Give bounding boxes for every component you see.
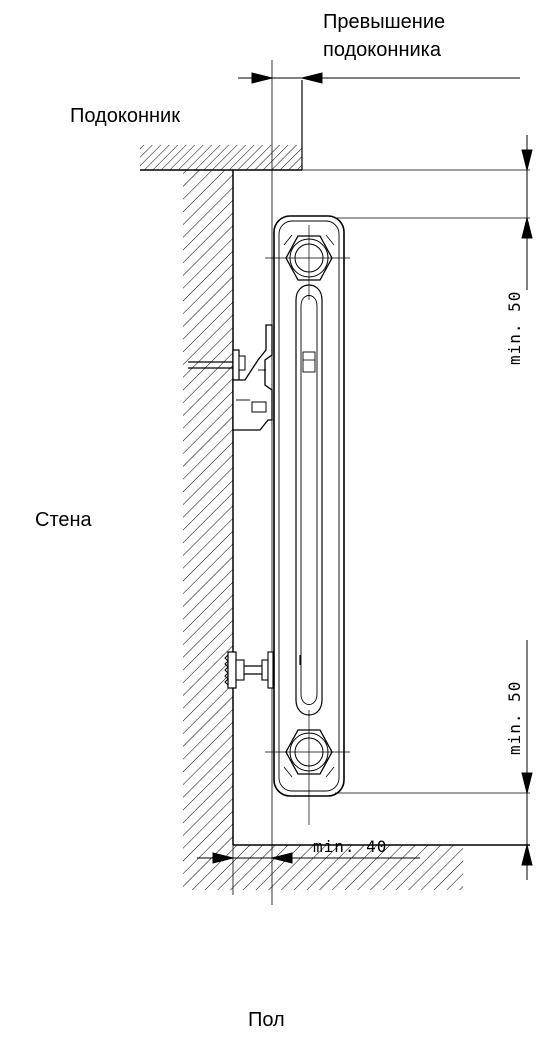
top-clearance-text: min. 50 (505, 291, 524, 365)
bottom-clearance-text: min. 50 (505, 681, 524, 755)
bottom-clearance-dimension (521, 640, 533, 880)
top-clearance-dimension (521, 135, 533, 290)
floor-label: Пол (248, 1009, 285, 1031)
top-connection-nut (265, 225, 350, 300)
radiator-section (273, 215, 345, 797)
sill-overhang-label-line1: Превышение (323, 11, 446, 33)
windowsill-hatch (140, 80, 303, 171)
wall-clearance-text: min. 40 (313, 837, 387, 856)
sill-overhang-label-line2: подоконника (323, 39, 441, 61)
lower-bracket (224, 651, 274, 689)
floor-hatch (233, 844, 530, 890)
bottom-connection-nut (265, 710, 350, 825)
windowsill-label: Подоконник (70, 105, 180, 127)
sill-overhang-dimension (238, 72, 520, 84)
wall-clearance-dimension (197, 852, 420, 864)
wall-hatch (183, 170, 234, 890)
wall-label: Стена (35, 509, 92, 531)
upper-bracket (188, 324, 273, 431)
reference-lines (232, 60, 530, 905)
